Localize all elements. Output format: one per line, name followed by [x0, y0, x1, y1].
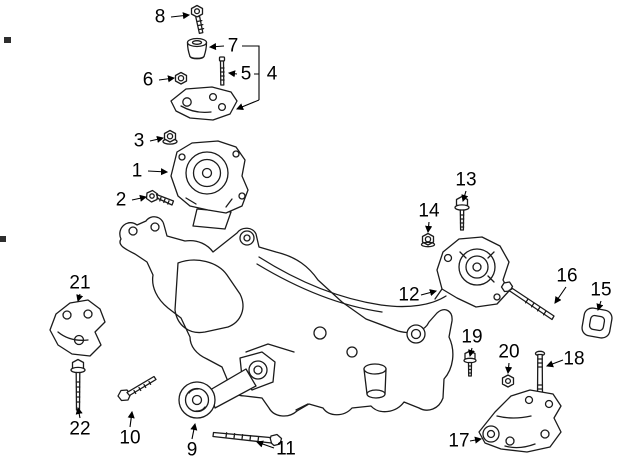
callout-4[interactable]: 4 [266, 63, 278, 85]
callout-1[interactable]: 1 [131, 160, 143, 182]
part-stud-18 [534, 350, 546, 398]
part-nut-14 [420, 232, 436, 248]
part-stud-5 [218, 56, 226, 86]
callout-20[interactable]: 20 [498, 341, 520, 363]
callout-17[interactable]: 17 [448, 430, 470, 452]
leader-7 [208, 43, 225, 51]
callout-6[interactable]: 6 [142, 69, 154, 91]
callout-13[interactable]: 13 [455, 169, 477, 191]
leader-8 [170, 12, 191, 20]
leader-22 [75, 406, 83, 419]
part-nut-6 [174, 71, 188, 85]
leader-17 [469, 436, 483, 444]
part-bolt-13 [454, 195, 470, 231]
edge-artifact-top [4, 37, 11, 43]
part-bolt-2 [145, 189, 175, 206]
leader-6 [158, 75, 176, 83]
part-engine-mount-1 [170, 140, 249, 230]
callout-16[interactable]: 16 [556, 265, 578, 287]
leader-2 [131, 194, 148, 202]
subframe-crossmember [119, 216, 454, 417]
leader-21 [76, 293, 84, 303]
callout-22[interactable]: 22 [69, 418, 91, 440]
callout-7[interactable]: 7 [227, 35, 239, 57]
callout-5[interactable]: 5 [240, 63, 252, 85]
part-bracket-21 [49, 299, 106, 357]
callout-3[interactable]: 3 [133, 130, 145, 152]
leader-5 [227, 70, 238, 78]
leader-10 [127, 410, 135, 428]
callout-14[interactable]: 14 [418, 200, 440, 222]
callout-21[interactable]: 21 [69, 272, 91, 294]
callout-18[interactable]: 18 [563, 348, 585, 370]
part-bolt-22 [70, 358, 86, 411]
part-bolt-11 [212, 431, 283, 447]
part-bracket-4 [170, 86, 238, 121]
leader-15 [596, 300, 604, 312]
leader-3 [149, 135, 165, 143]
part-bolt-8 [190, 4, 205, 35]
leader-18 [545, 359, 564, 368]
part-bolt-16 [500, 281, 555, 321]
callout-8[interactable]: 8 [154, 6, 166, 28]
callout-10[interactable]: 10 [119, 427, 141, 449]
leader-11 [255, 440, 275, 449]
leader-20 [505, 362, 513, 375]
part-bracket-17 [478, 389, 562, 453]
part-insulator-7 [186, 37, 208, 60]
part-gasket-15 [581, 307, 613, 339]
callout-12[interactable]: 12 [398, 284, 420, 306]
part-nut-20 [501, 374, 515, 388]
part-bolt-10 [117, 375, 157, 402]
leader-1 [147, 168, 169, 176]
leader-4 [236, 99, 260, 111]
callout-15[interactable]: 15 [590, 279, 612, 301]
part-nut-3 [162, 129, 178, 145]
callout-11[interactable]: 11 [276, 438, 296, 460]
leader-19 [468, 347, 475, 358]
part-roll-rod-9 [178, 351, 276, 419]
leader-12 [420, 289, 438, 297]
edge-artifact-mid [0, 236, 6, 242]
part-trans-mount-12 [434, 236, 510, 308]
leader-group-4 [242, 45, 260, 100]
callout-9[interactable]: 9 [186, 439, 198, 461]
callout-2[interactable]: 2 [115, 189, 127, 211]
callout-19[interactable]: 19 [461, 326, 483, 348]
leader-lines [75, 12, 604, 449]
leader-14 [425, 221, 433, 234]
leader-9 [190, 422, 198, 440]
leader-16 [554, 286, 567, 304]
leader-13 [461, 190, 469, 203]
